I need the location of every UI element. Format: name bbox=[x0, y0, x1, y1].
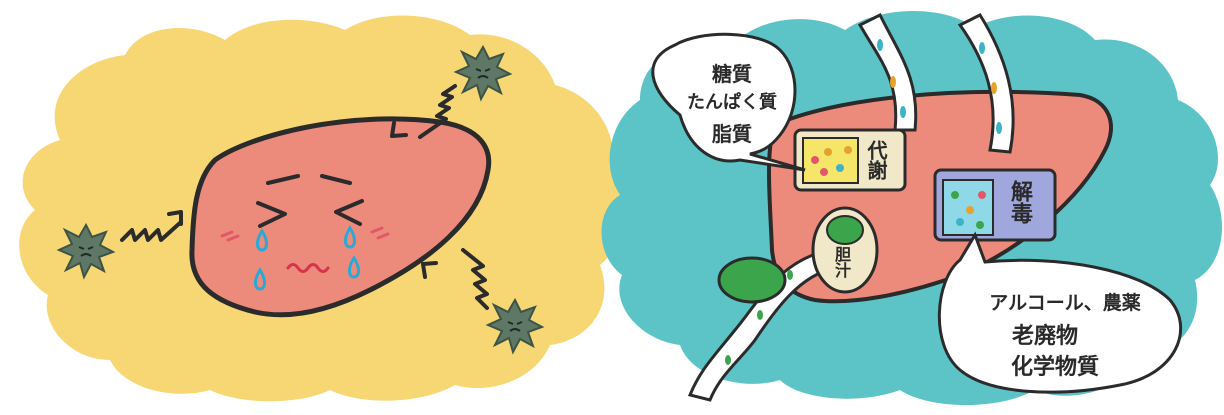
virus-icon bbox=[453, 44, 513, 102]
sad-liver bbox=[189, 116, 492, 318]
right-blush bbox=[370, 226, 390, 240]
attack-arrow bbox=[120, 210, 183, 242]
tear-drop bbox=[256, 228, 268, 252]
toxin-item: 老廃物 bbox=[1011, 324, 1078, 349]
vessel-particles bbox=[877, 39, 1002, 134]
bile-window bbox=[811, 206, 879, 294]
virus-icon bbox=[485, 297, 545, 355]
nutrient-speech-bubble bbox=[651, 32, 806, 172]
virus-icon bbox=[56, 222, 116, 280]
nutrient-item: 糖質 bbox=[712, 62, 752, 86]
toxin-item: 化学物質 bbox=[1010, 355, 1099, 380]
blood-vessel bbox=[857, 12, 918, 132]
left-blush bbox=[220, 230, 240, 242]
attack-arrow bbox=[421, 248, 489, 310]
nutrient-item: 脂質 bbox=[712, 122, 752, 146]
tear-drop bbox=[348, 255, 360, 279]
bile-particles bbox=[725, 270, 793, 365]
tear-drop bbox=[344, 225, 356, 249]
tear-drop bbox=[254, 267, 266, 291]
toxin-speech-bubble bbox=[937, 231, 1183, 394]
attack-arrow bbox=[390, 84, 457, 139]
detox-label: 解毒 bbox=[1007, 180, 1032, 224]
detox-window bbox=[933, 168, 1057, 242]
toxin-item: アルコール、農薬 bbox=[989, 292, 1141, 314]
left-panel bbox=[19, 15, 625, 402]
bile-label: 胆汁 bbox=[832, 246, 851, 278]
gallbladder bbox=[717, 256, 787, 304]
nutrient-item: たんぱく質 bbox=[687, 92, 777, 113]
wavy-mouth bbox=[286, 263, 330, 273]
left-closed-eye bbox=[256, 201, 287, 228]
metabolism-window bbox=[793, 128, 907, 192]
right-eyebrow bbox=[320, 174, 352, 185]
left-eyebrow bbox=[266, 174, 300, 185]
right-panel bbox=[601, 10, 1222, 405]
right-closed-eye bbox=[334, 199, 364, 226]
metabolism-label: 代謝 bbox=[864, 140, 888, 180]
blood-vessel bbox=[957, 13, 1015, 154]
liver-shape bbox=[189, 116, 492, 318]
